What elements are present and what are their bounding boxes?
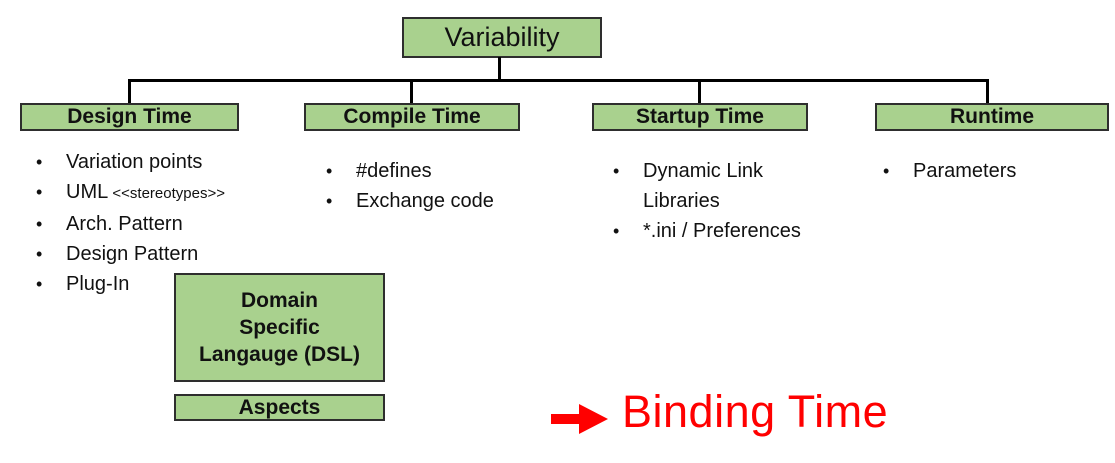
aspects-box-label: Aspects (238, 395, 321, 419)
list-item: • Variation points (36, 147, 298, 177)
aspects-box: Aspects (174, 394, 385, 421)
bullet-icon: • (883, 161, 890, 181)
list-item: • Dynamic Link Libraries (613, 156, 820, 216)
bullet-icon: • (36, 274, 43, 294)
dsl-box-line-1: Domain (240, 289, 318, 312)
header-runtime: Runtime (875, 103, 1109, 131)
list-item: • #defines (326, 156, 526, 186)
list-item-text: Parameters (913, 160, 1017, 182)
bullet-icon: • (36, 152, 43, 172)
list-item: • Design Pattern (36, 239, 298, 269)
header-startup-time-label: Startup Time (636, 105, 764, 128)
variability-box: Variability (402, 17, 602, 58)
runtime-list: • Parameters (883, 156, 1093, 186)
header-compile-time: Compile Time (304, 103, 520, 131)
connector-root-drop (498, 57, 501, 81)
bullet-icon: • (36, 244, 43, 264)
variability-box-label: Variability (444, 22, 560, 52)
dsl-box-line-2: Specific (239, 316, 320, 339)
connector-drop-design (128, 79, 131, 104)
binding-time-annotation: Binding Time (551, 386, 888, 438)
bullet-icon: • (326, 161, 333, 181)
dsl-box-line-3: Langauge (DSL) (199, 343, 360, 366)
list-item: • UML <<stereotypes>> (36, 177, 298, 209)
compile-time-list: • #defines • Exchange code (326, 156, 526, 216)
bullet-icon: • (36, 182, 43, 202)
list-item: • *.ini / Preferences (613, 216, 820, 246)
list-item: • Arch. Pattern (36, 209, 298, 239)
bullet-icon: • (326, 191, 333, 211)
list-item-text: *.ini / Preferences (643, 220, 801, 242)
connector-horizontal (128, 79, 989, 82)
right-arrow-icon (551, 404, 608, 434)
list-item: • Exchange code (326, 186, 526, 216)
list-item: • Plug-In (36, 269, 298, 299)
bullet-icon: • (613, 161, 620, 181)
list-item-small-text: <<stereotypes>> (108, 185, 225, 202)
list-item-text: Dynamic Link Libraries (643, 160, 764, 212)
header-compile-time-label: Compile Time (343, 105, 481, 128)
header-startup-time: Startup Time (592, 103, 808, 131)
header-design-time-label: Design Time (67, 105, 192, 128)
list-item-text: Exchange code (356, 190, 494, 212)
dsl-box: Domain Specific Langauge (DSL) (174, 273, 385, 382)
list-item-text: Variation points (66, 151, 203, 173)
binding-time-label: Binding Time (622, 386, 889, 437)
bullet-icon: • (36, 214, 43, 234)
list-item-text: UML <<stereotypes>> (66, 181, 225, 203)
list-item-text: #defines (356, 160, 432, 182)
list-item-text: Plug-In (66, 273, 130, 295)
connector-drop-runtime (986, 79, 989, 104)
connector-drop-startup (698, 79, 701, 104)
connector-drop-compile (410, 79, 413, 104)
bullet-icon: • (613, 221, 620, 241)
list-item-text: Design Pattern (66, 243, 199, 265)
startup-time-list: • Dynamic Link Libraries • *.ini / Preferen… (613, 156, 820, 246)
list-item-text: Arch. Pattern (66, 213, 183, 235)
design-time-list: • Variation points • UML <<stereotypes>> • Ar… (36, 147, 298, 299)
header-runtime-label: Runtime (950, 105, 1034, 128)
header-design-time: Design Time (20, 103, 239, 131)
list-item: • Parameters (883, 156, 1093, 186)
